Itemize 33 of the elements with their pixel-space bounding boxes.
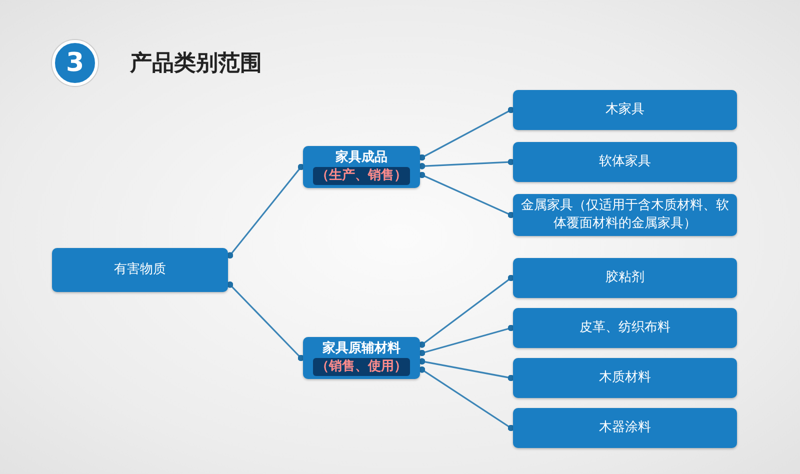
category-box [513, 258, 737, 298]
category-box [513, 142, 737, 182]
connector-line [418, 324, 514, 356]
node-label: 金属家具（仅适用于含木质材料、软体覆面材料的金属家具） [520, 197, 730, 233]
category-box [513, 358, 737, 398]
connector-line [418, 366, 514, 432]
category-box [52, 248, 228, 292]
node-note: （生产、销售） [313, 167, 410, 185]
category-box [513, 194, 737, 236]
node-label: 皮革、纺织布料 [580, 319, 670, 337]
node-label: 木家具 [606, 101, 644, 119]
connector-line [226, 164, 304, 259]
connector-line [418, 358, 514, 382]
node-label: 胶粘剂 [606, 269, 644, 287]
connector-line [418, 158, 514, 170]
connector-line [226, 281, 304, 362]
category-box [303, 146, 420, 188]
title: 产品类别范围 [130, 50, 262, 78]
connector-line [418, 274, 514, 348]
category-box [513, 308, 737, 348]
category-box [513, 408, 737, 448]
step-number: 3 [52, 40, 98, 86]
node-label: 木器涂料 [599, 419, 651, 437]
node-label: 木质材料 [599, 369, 651, 387]
category-box [513, 90, 737, 130]
node-label: 家具成品 [336, 149, 388, 167]
node-label: 家具原辅材料 [322, 340, 400, 358]
connector-line [418, 106, 514, 161]
node-note: （销售、使用） [313, 358, 410, 376]
node-label: 有害物质 [114, 261, 166, 279]
category-box [303, 337, 420, 379]
node-label: 软体家具 [599, 153, 651, 171]
connector-line [418, 172, 514, 218]
